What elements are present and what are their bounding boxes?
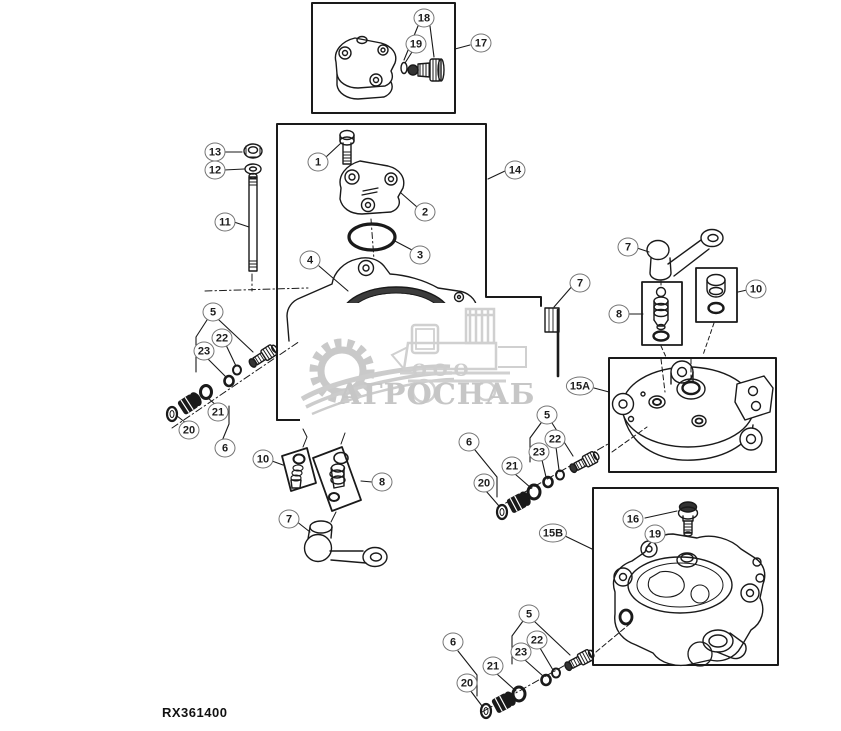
lever-item-7-top	[636, 228, 724, 288]
callout-label: 10	[745, 279, 767, 299]
valve-kit-box-10-right	[695, 267, 748, 356]
callout-label: 18	[413, 8, 435, 28]
harvester-icon	[390, 307, 527, 404]
watermark-graphics	[300, 307, 527, 416]
callout-label: 20	[456, 673, 478, 693]
callout-label: 8	[371, 472, 393, 492]
callout-label: 21	[501, 456, 523, 476]
callout-label: 21	[207, 402, 229, 422]
callout-label: 19	[405, 34, 427, 54]
callout-label: 7	[569, 273, 591, 293]
callout-label: 23	[528, 442, 550, 462]
stud-group	[204, 143, 309, 292]
cover-item-2	[339, 160, 418, 261]
o-ring-item-3	[347, 222, 397, 252]
callout-label: 5	[536, 405, 558, 425]
callout-label: 14	[504, 160, 526, 180]
callout-label: 22	[211, 328, 233, 348]
callout-label: 12	[204, 160, 226, 180]
callout-label: 8	[608, 304, 630, 324]
callout-label: 17	[470, 33, 492, 53]
callout-label: 2	[414, 202, 436, 222]
callout-label: 5	[518, 604, 540, 624]
valve-kit-box-8-right	[628, 281, 683, 358]
bolt-item-1	[325, 129, 355, 165]
watermark: ООО АГРОСНАБ	[300, 303, 536, 421]
fitting-assembly-left	[165, 319, 301, 442]
lever-item-7-bottom	[295, 520, 388, 568]
callout-label: 6	[458, 432, 480, 452]
fitting-assembly-bottom	[457, 620, 595, 720]
valve-kit-boxes-left	[271, 428, 373, 523]
callout-label: 5	[202, 302, 224, 322]
cover-box-15a	[593, 357, 777, 473]
drawing-number: RX361400	[162, 705, 228, 720]
callout-label: 16	[622, 509, 644, 529]
housing-box-15b	[564, 487, 779, 667]
callout-label: 22	[544, 429, 566, 449]
callout-label: 11	[214, 212, 236, 232]
callout-label: 20	[178, 420, 200, 440]
callout-label: 20	[473, 473, 495, 493]
strap-item-7	[544, 283, 575, 378]
callout-label: 3	[409, 245, 431, 265]
callout-label: 10	[252, 449, 274, 469]
callout-label: 6	[442, 632, 464, 652]
callout-label: 15B	[538, 523, 568, 543]
callout-label: 22	[526, 630, 548, 650]
callout-label: 23	[510, 642, 532, 662]
callout-label: 6	[214, 438, 236, 458]
watermark-org-type: ООО	[412, 361, 475, 381]
callout-label: 1	[307, 152, 329, 172]
callout-label: 15A	[565, 376, 595, 396]
top-cover-assembly-box	[311, 2, 471, 114]
callout-label: 21	[482, 656, 504, 676]
callout-label: 7	[278, 509, 300, 529]
callout-label: 13	[204, 142, 226, 162]
callout-label: 7	[617, 237, 639, 257]
callout-label: 19	[644, 524, 666, 544]
callout-label: 4	[299, 250, 321, 270]
watermark-company: АГРОСНАБ	[338, 377, 536, 411]
callout-label: 23	[193, 341, 215, 361]
